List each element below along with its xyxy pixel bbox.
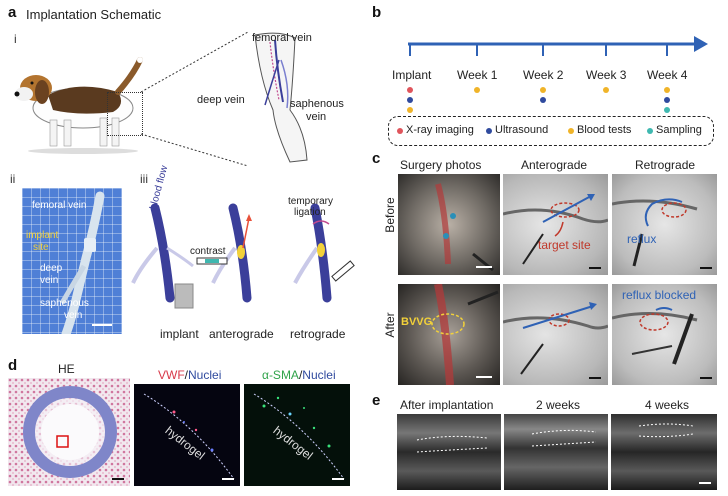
asma-label: α-SMA bbox=[262, 368, 299, 382]
legend-box bbox=[388, 116, 714, 146]
he-label: HE bbox=[58, 362, 75, 376]
timeline-axis bbox=[408, 36, 708, 56]
ultrasound-after-implantation bbox=[397, 414, 501, 490]
ii-saph-label-2: vein bbox=[64, 310, 83, 321]
nuclei-label-1: Nuclei bbox=[188, 368, 222, 382]
ultrasound-2-weeks bbox=[504, 414, 608, 490]
zoom-lines bbox=[140, 31, 249, 167]
saphenous-vein-label-2: vein bbox=[306, 111, 327, 123]
panel-d-label: d bbox=[8, 357, 18, 374]
ii-implant-label-2: site bbox=[33, 242, 49, 253]
row-after-1: After bbox=[383, 312, 397, 338]
femoral-vein-label: femoral vein bbox=[252, 32, 312, 44]
reflux-blocked-label: reflux blocked bbox=[622, 288, 697, 302]
timeline-week4: Week 4 bbox=[647, 68, 688, 82]
saphenous-vein-label-1: saphenous bbox=[290, 98, 344, 110]
ii-deep-label-1: deep bbox=[40, 263, 63, 274]
xray-retrograde-after bbox=[612, 284, 717, 385]
ii-implant-label-1: implant bbox=[26, 230, 59, 241]
row-before-1: Before bbox=[383, 197, 397, 233]
iii-implant-label: implant bbox=[160, 327, 199, 341]
vwf-fluorescence-image: hydrogel bbox=[134, 384, 240, 486]
leg-anatomy-illustration bbox=[254, 32, 308, 163]
col-surgery-photos: Surgery photos bbox=[400, 158, 482, 172]
asma-fluorescence-image: hydrogel bbox=[244, 384, 350, 486]
vwf-label: VWF bbox=[158, 368, 185, 382]
ii-femoral-vein-label: femoral vein bbox=[32, 200, 87, 211]
panel-a-sub-i: i bbox=[14, 32, 17, 46]
legend-sampling: Sampling bbox=[656, 124, 702, 136]
panel-a-title: Implantation Schematic bbox=[26, 7, 162, 22]
panel-a-label: a bbox=[8, 4, 17, 21]
vein-photo-grid bbox=[22, 188, 122, 334]
ii-deep-label-2: vein bbox=[40, 275, 59, 286]
timeline-week1: Week 1 bbox=[457, 68, 498, 82]
temporary-label-2: ligation bbox=[294, 207, 326, 218]
reflux-label: reflux bbox=[627, 232, 657, 246]
after-implantation-label: After implantation bbox=[400, 398, 494, 412]
ultrasound-4-weeks bbox=[611, 414, 717, 490]
asma-nuclei-title: α-SMA/Nuclei bbox=[262, 368, 336, 382]
surgery-photo-after bbox=[398, 284, 500, 385]
panel-a-sub-iii: iii bbox=[140, 172, 148, 186]
iii-anterograde-label: anterograde bbox=[209, 327, 274, 341]
col-retrograde: Retrograde bbox=[635, 158, 696, 172]
legend-xray: X-ray imaging bbox=[406, 124, 474, 136]
col-anterograde: Anterograde bbox=[521, 158, 588, 172]
panel-b-label: b bbox=[372, 4, 382, 21]
legend-ultrasound: Ultrasound bbox=[495, 124, 549, 136]
iii-retrograde-label: retrograde bbox=[290, 327, 346, 341]
temporary-label-1: temporary bbox=[288, 196, 334, 207]
four-weeks-label: 4 weeks bbox=[645, 398, 690, 412]
panel-c-label: c bbox=[372, 150, 381, 167]
legend-swatches bbox=[397, 128, 653, 134]
timeline-week2: Week 2 bbox=[523, 68, 564, 82]
xray-retrograde-before bbox=[612, 174, 717, 275]
panel-a-sub-ii: ii bbox=[10, 172, 16, 186]
contrast-label: contrast bbox=[190, 246, 226, 257]
deep-vein-label: deep vein bbox=[197, 94, 245, 106]
two-weeks-label: 2 weeks bbox=[536, 398, 581, 412]
he-stain-image bbox=[8, 378, 130, 486]
beagle-illustration bbox=[14, 57, 143, 154]
xray-anterograde-before bbox=[503, 174, 608, 275]
ii-saph-label-1: saphenous bbox=[40, 298, 89, 309]
vwf-slash: / bbox=[184, 368, 189, 382]
surgery-photo-before bbox=[398, 174, 500, 275]
timeline-dots bbox=[407, 87, 670, 113]
xray-anterograde-after bbox=[503, 284, 608, 385]
legend-blood-tests: Blood tests bbox=[577, 124, 632, 136]
panel-e-label: e bbox=[372, 392, 381, 409]
asma-slash: / bbox=[298, 368, 303, 382]
target-site-label: target site bbox=[538, 238, 591, 252]
bvvg-label: BVVG bbox=[401, 316, 433, 328]
timeline-implant: Implant bbox=[392, 68, 432, 82]
procedure-schematic bbox=[131, 203, 355, 309]
zoom-box bbox=[107, 92, 143, 136]
timeline-week3: Week 3 bbox=[586, 68, 627, 82]
nuclei-label-2: Nuclei bbox=[302, 368, 336, 382]
vwf-nuclei-title: VWF/Nuclei bbox=[158, 368, 221, 382]
